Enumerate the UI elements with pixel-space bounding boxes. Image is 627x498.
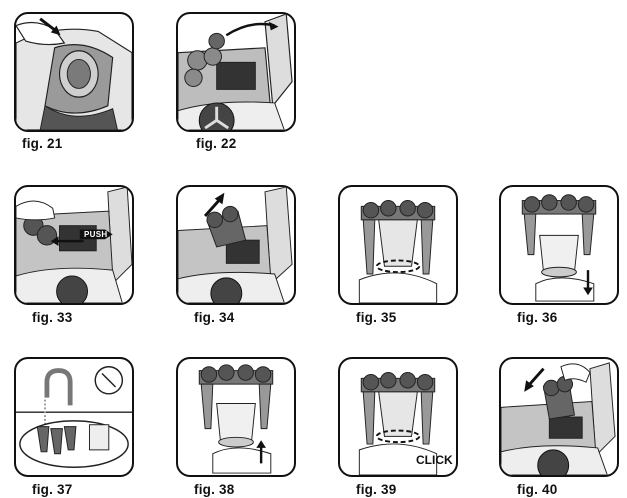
figure-21-illustration <box>16 17 132 130</box>
figure-38-caption: fig. 38 <box>194 482 235 497</box>
figure-36-panel <box>499 185 619 305</box>
figure-34-illustration <box>178 187 293 303</box>
figure-33-panel: PUSH <box>14 185 134 305</box>
figure-21-panel <box>14 12 134 132</box>
figure-40-panel <box>499 357 619 477</box>
figure-40-caption: fig. 40 <box>517 482 558 497</box>
figure-36-caption: fig. 36 <box>517 310 558 325</box>
figure-22-panel <box>176 12 296 132</box>
figure-34-caption: fig. 34 <box>194 310 235 325</box>
figure-22-caption: fig. 22 <box>196 136 237 151</box>
figure-39-illustration <box>358 372 438 475</box>
rotate-arrow-icon <box>375 429 421 444</box>
figure-33-illustration <box>16 187 132 303</box>
figure-34-panel <box>176 185 296 305</box>
figure-35-panel <box>338 185 458 305</box>
figure-37-illustration <box>16 366 132 468</box>
figure-40-illustration <box>501 362 616 475</box>
figure-37-caption: fig. 37 <box>32 482 73 497</box>
figure-22-illustration <box>178 14 293 130</box>
figure-39-panel: CLICK <box>338 357 458 477</box>
figure-35-illustration <box>358 200 438 303</box>
figure-38-panel <box>176 357 296 477</box>
figure-33-caption: fig. 33 <box>32 310 73 325</box>
figure-37-panel <box>14 357 134 477</box>
push-tag: PUSH <box>84 230 108 239</box>
figure-39-caption: fig. 39 <box>356 482 397 497</box>
figure-21-caption: fig. 21 <box>22 136 63 151</box>
click-tag: CLICK <box>416 453 453 467</box>
figure-36-illustration <box>521 194 597 302</box>
arrow-icon <box>526 367 545 388</box>
figure-35-caption: fig. 35 <box>356 310 397 325</box>
figure-38-illustration <box>198 364 274 474</box>
